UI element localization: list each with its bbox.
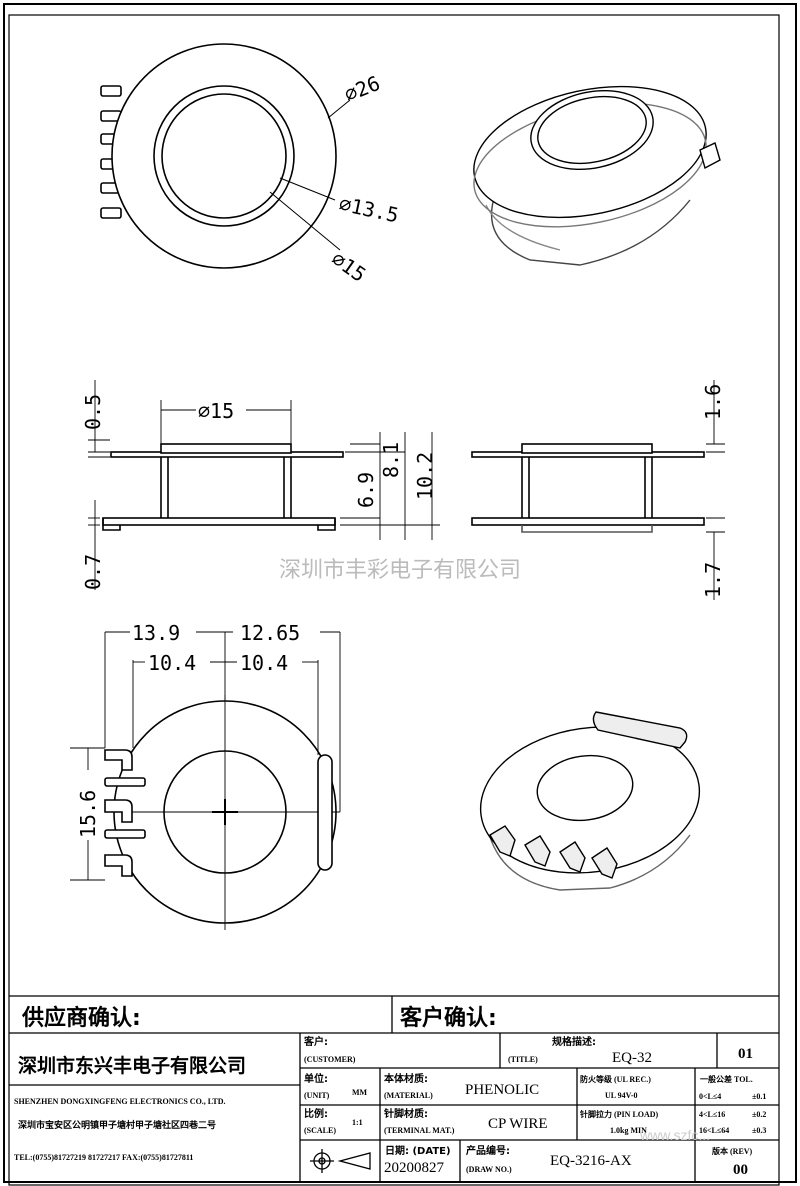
front-view bbox=[88, 380, 440, 590]
watermark-text: 深圳市丰彩电子有限公司 bbox=[279, 558, 521, 583]
rev-label: 版本 (REV) bbox=[711, 1146, 753, 1156]
scale-value: 1:1 bbox=[352, 1118, 363, 1127]
dim-side-top: 1.6 bbox=[701, 384, 725, 420]
unit-label: 单位: bbox=[304, 1072, 328, 1085]
projection-symbol-icon bbox=[310, 1149, 371, 1173]
dim-front-diameter: ⌀15 bbox=[198, 399, 234, 423]
iso-view-top bbox=[473, 85, 721, 266]
company-name-cn: 深圳市东兴丰电子有限公司 bbox=[18, 1054, 246, 1077]
drawing-frame bbox=[8, 14, 780, 1186]
company-tel-fax: TEL:(0755)81727219 81727217 FAX:(0755)81… bbox=[14, 1153, 193, 1162]
bore-circle-15 bbox=[153, 85, 295, 227]
tol-value-3: ±0.3 bbox=[752, 1126, 766, 1135]
company-address: 深圳市宝安区公明镇甲子塘村甲子塘社区四巷二号 bbox=[18, 1119, 216, 1131]
date-value: 20200827 bbox=[384, 1160, 445, 1176]
tol-value-1: ±0.1 bbox=[752, 1092, 766, 1101]
terminal-value: CP WIRE bbox=[488, 1116, 548, 1132]
company-name-en: SHENZHEN DONGXINGFENG ELECTRONICS CO., L… bbox=[14, 1097, 226, 1106]
pin-load-label: 针脚拉力 (PIN LOAD) bbox=[580, 1109, 659, 1119]
dim-front-flange-bottom: 0.7 bbox=[81, 554, 105, 590]
bottom-view bbox=[70, 631, 341, 930]
dim-bottom-right-inner: 10.4 bbox=[240, 651, 288, 675]
dim-side-bottom: 1.7 bbox=[701, 562, 725, 598]
dim-front-h3: 10.2 bbox=[413, 452, 437, 500]
dim-inner-diameter-15: ⌀15 bbox=[327, 246, 370, 286]
dim-outer-diameter: ⌀26 bbox=[341, 71, 383, 107]
dim-bottom-right-outer: 12.65 bbox=[240, 621, 300, 645]
dim-bottom-left-outer: 13.9 bbox=[132, 621, 180, 645]
side-view bbox=[471, 380, 725, 600]
drawno-label-en: (DRAW NO.) bbox=[466, 1165, 512, 1174]
supplier-confirm-label: 供应商确认: bbox=[21, 1005, 141, 1031]
material-value: PHENOLIC bbox=[465, 1082, 539, 1098]
terminal-label-en: (TERMINAL MAT.) bbox=[384, 1126, 455, 1135]
tol-range-2: 4<L≤16 bbox=[699, 1110, 725, 1119]
terminal-label: 针脚材质: bbox=[384, 1107, 428, 1120]
dim-bottom-left-inner: 10.4 bbox=[148, 651, 196, 675]
title-value: EQ-32 bbox=[612, 1050, 652, 1066]
scale-label-en: (SCALE) bbox=[304, 1126, 336, 1135]
iso-view-bottom bbox=[479, 711, 701, 891]
pin-load-value: 1.0kg MIN bbox=[610, 1126, 647, 1135]
unit-label-en: (UNIT) bbox=[304, 1091, 330, 1100]
dim-front-flange-top: 0.5 bbox=[81, 394, 105, 430]
bottom-view-pins bbox=[104, 749, 146, 877]
material-label: 本体材质: bbox=[384, 1072, 428, 1085]
dim-bottom-pin-height: 15.6 bbox=[76, 790, 100, 838]
title-label-en: (TITLE) bbox=[508, 1055, 538, 1064]
sheet-border bbox=[3, 3, 797, 1183]
top-view bbox=[100, 43, 351, 269]
customer-label-en: (CUSTOMER) bbox=[304, 1055, 356, 1064]
material-label-en: (MATERIAL) bbox=[384, 1091, 433, 1100]
tol-value-2: ±0.2 bbox=[752, 1110, 766, 1119]
date-label: 日期: (DATE) bbox=[385, 1144, 451, 1157]
fire-rating-value: UL 94V-0 bbox=[605, 1091, 638, 1100]
customer-label: 客户: bbox=[303, 1035, 328, 1048]
spec-label: 规格描述: bbox=[552, 1035, 596, 1048]
unit-value: MM bbox=[352, 1088, 368, 1097]
tol-range-1: 0<L≤4 bbox=[699, 1092, 721, 1101]
tolerance-header: 一般公差 TOL. bbox=[700, 1074, 753, 1084]
dim-inner-diameter-135: ⌀13.5 bbox=[337, 191, 401, 227]
dim-front-h1: 6.9 bbox=[354, 472, 378, 508]
drawno-label: 产品编号: bbox=[466, 1144, 510, 1157]
watermark-url: www.szfc... bbox=[639, 1127, 710, 1143]
title-block bbox=[9, 995, 779, 1182]
outer-flange-circle bbox=[111, 43, 337, 269]
customer-confirm-label: 客户确认: bbox=[400, 1005, 497, 1031]
scale-label: 比例: bbox=[304, 1107, 328, 1120]
iso-view-bottom-pins bbox=[489, 825, 618, 879]
fire-rating-label: 防火等级 (UL REC.) bbox=[580, 1074, 651, 1084]
tol-range-3: 16<L≤64 bbox=[699, 1126, 729, 1135]
bore-circle-135 bbox=[161, 93, 287, 219]
sheet-number: 01 bbox=[738, 1046, 753, 1062]
rev-value: 00 bbox=[733, 1162, 748, 1178]
dim-front-h2: 8.1 bbox=[379, 442, 403, 478]
drawno-value: EQ-3216-AX bbox=[550, 1153, 632, 1169]
